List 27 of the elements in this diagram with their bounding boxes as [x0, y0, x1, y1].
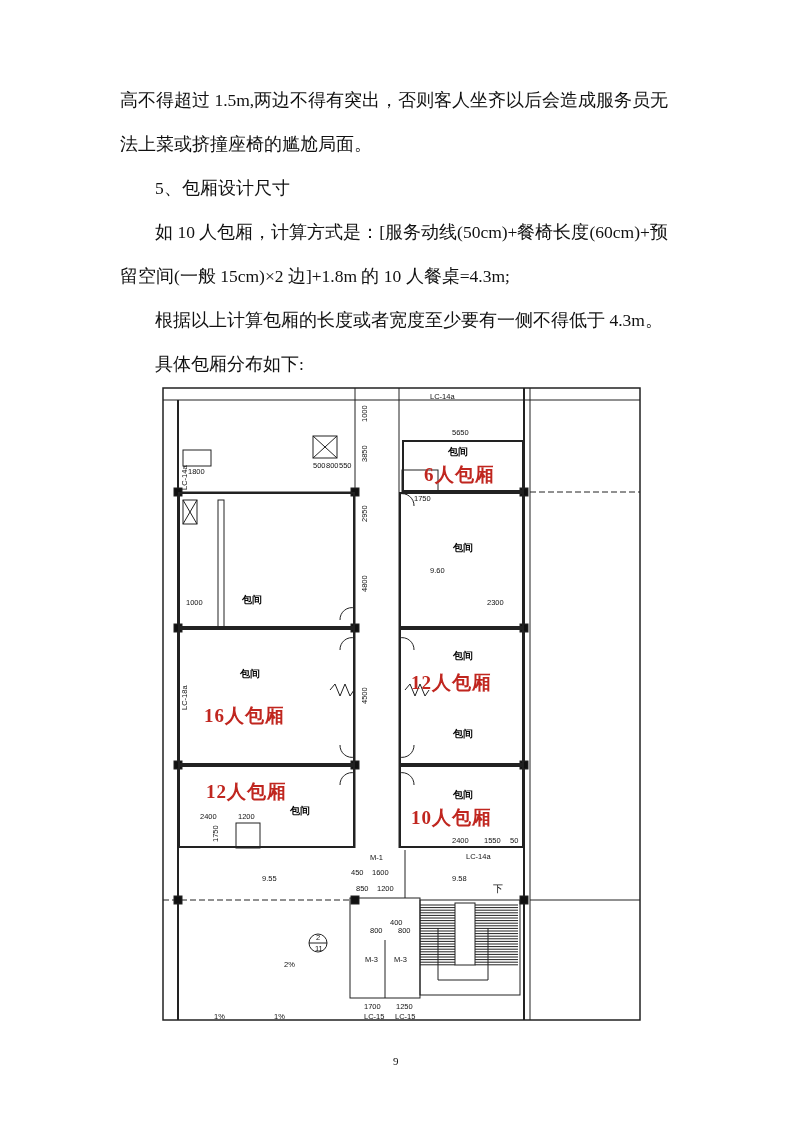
room-type-label: 包间 — [290, 805, 310, 816]
room-outline — [402, 440, 524, 492]
room-outline — [178, 628, 355, 765]
page-number: 9 — [393, 1057, 399, 1066]
room-type-label: 包间 — [242, 594, 262, 605]
room-outline — [399, 628, 524, 765]
room-capacity-label: 12人包厢 — [206, 781, 287, 803]
room-type-label: 包间 — [453, 650, 473, 661]
body-paragraph: 如 10 人包厢，计算方式是：[服务动线(50cm)+餐椅长度(60cm)+预留空间(一般 15cm)×2 边]+1.8m 的 10 人餐桌=4.3m; — [120, 221, 669, 288]
room-type-label: 包间 — [448, 446, 468, 457]
body-paragraph: 根据以上计算包厢的长度或者宽度至少要有一侧不得低于 4.3m。 — [155, 309, 664, 332]
room-capacity-label: 10人包厢 — [411, 807, 492, 829]
room-capacity-label: 16人包厢 — [204, 705, 285, 727]
room-type-label: 包间 — [453, 542, 473, 553]
room-outline — [399, 765, 524, 848]
section-heading: 5、包厢设计尺寸 — [155, 177, 291, 200]
room-type-label: 包间 — [240, 668, 260, 679]
room-capacity-label: 6人包厢 — [424, 464, 495, 486]
room-outline — [399, 492, 524, 628]
room-capacity-label: 12人包厢 — [411, 672, 492, 694]
room-outline — [178, 765, 355, 848]
room-type-label: 包间 — [453, 728, 473, 739]
dimension-label: 下 — [493, 884, 503, 893]
body-paragraph: 高不得超过 1.5m,两边不得有突出，否则客人坐齐以后会造成服务员无法上菜或挤撞座椅的尴尬局面。 — [120, 89, 670, 156]
room-type-label: 包间 — [453, 789, 473, 800]
section-heading: 具体包厢分布如下: — [155, 353, 305, 376]
room-outline — [178, 492, 355, 628]
